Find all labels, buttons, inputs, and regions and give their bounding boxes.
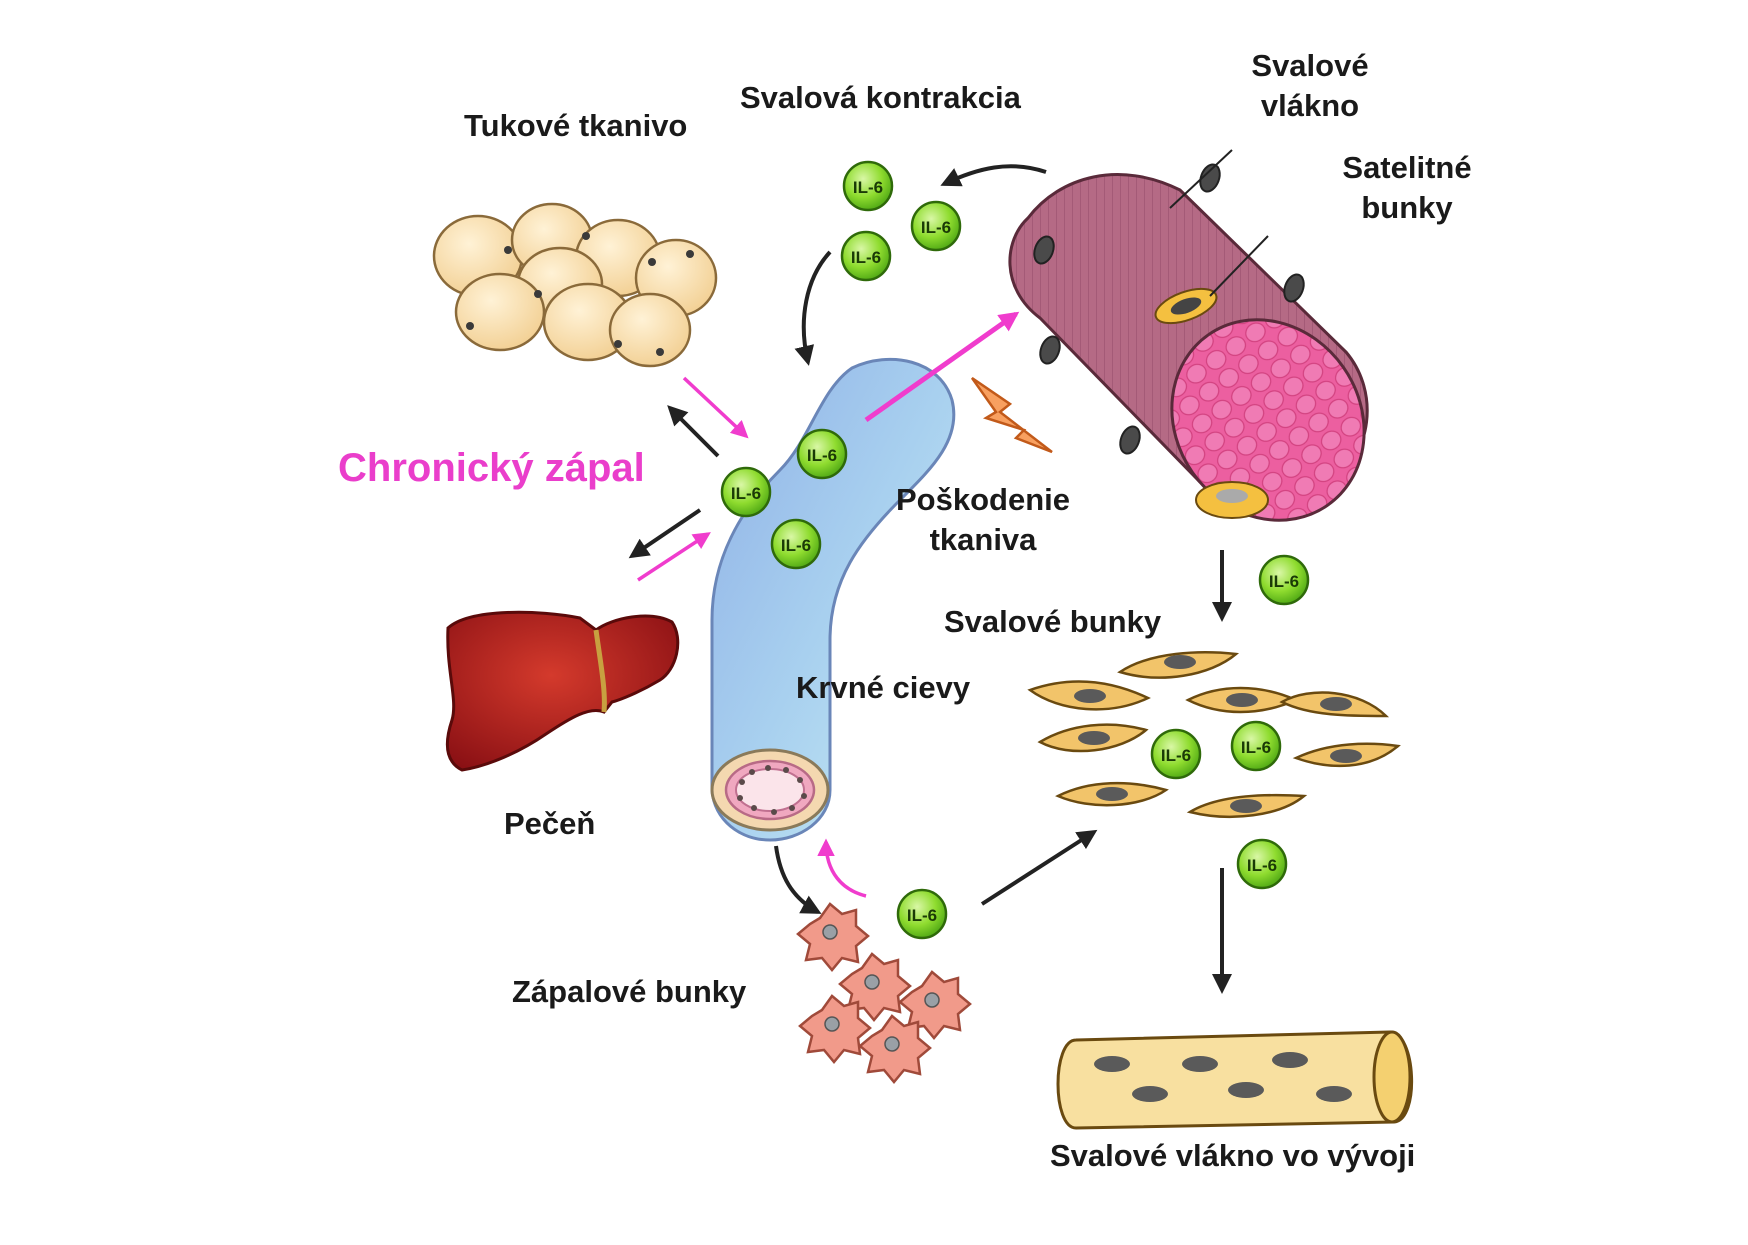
label-muscle-contraction: Svalová kontrakcia: [740, 80, 1021, 115]
liver-illustration: [445, 610, 680, 772]
il6-molecule: IL-6: [1150, 728, 1202, 780]
il6-molecule-label: IL-6: [731, 484, 761, 503]
il6-molecule-label: IL-6: [781, 536, 811, 555]
label-chronic-inflammation: Chronický zápal: [338, 446, 645, 490]
label-tissue-damage: Poškodenie tkaniva: [888, 480, 1078, 560]
il6-molecule: IL-6: [896, 888, 948, 940]
il6-molecule-label: IL-6: [1161, 746, 1191, 765]
label-blood-vessels: Krvné cievy: [796, 670, 971, 705]
il6-molecule-label: IL-6: [1241, 738, 1271, 757]
il6-molecule: IL-6: [770, 518, 822, 570]
il6-molecules: IL-6 IL-6 IL-6 IL-6 IL-6 IL-6 IL-6 IL-6 …: [720, 160, 1310, 940]
lightning-bolt-icon: [970, 376, 1053, 454]
il6-molecule: IL-6: [796, 428, 848, 480]
il6-molecule: IL-6: [910, 200, 962, 252]
il6-molecule: IL-6: [1258, 554, 1310, 606]
pink-arrow-to-muscle: [864, 311, 1020, 423]
label-muscle-fiber: Svalové vlákno: [1240, 46, 1380, 126]
black-arrows: [628, 164, 1232, 994]
label-muscle-fiber-line1: Svalové: [1251, 48, 1369, 83]
muscle-fiber-cylinder: [1008, 149, 1369, 522]
il6-molecule-label: IL-6: [807, 446, 837, 465]
label-tissue-damage-line2: tkaniva: [929, 522, 1037, 557]
il6-molecule-label: IL-6: [1269, 572, 1299, 591]
label-inflammatory-cells: Zápalové bunky: [512, 974, 747, 1009]
adipose-tissue-cluster: [432, 202, 718, 368]
label-satellite-cells: Satelitné bunky: [1322, 148, 1492, 228]
blood-vessel-illustration: [710, 357, 956, 842]
muscle-cells-cluster: [1027, 651, 1401, 818]
il6-molecule: IL-6: [1236, 838, 1288, 890]
il6-molecule-label: IL-6: [1247, 856, 1277, 875]
il6-molecule-label: IL-6: [851, 248, 881, 267]
il6-molecule-label: IL-6: [907, 906, 937, 925]
label-developing-muscle-fiber: Svalové vlákno vo vývoji: [1050, 1138, 1416, 1173]
il6-molecule-label: IL-6: [921, 218, 951, 237]
label-satellite-cells-line1: Satelitné: [1342, 150, 1472, 185]
il6-molecule: IL-6: [1230, 720, 1282, 772]
il6-molecule: IL-6: [720, 466, 772, 518]
il6-molecule: IL-6: [842, 160, 894, 212]
il6-molecule-label: IL-6: [853, 178, 883, 197]
il6-molecule: IL-6: [840, 230, 892, 282]
label-adipose-tissue: Tukové tkanivo: [464, 108, 688, 143]
inflammatory-cells-cluster: [796, 902, 972, 1084]
label-satellite-cells-line2: bunky: [1361, 190, 1453, 225]
pink-arrows: [637, 376, 867, 898]
label-muscle-cells: Svalové bunky: [944, 604, 1162, 639]
developing-muscle-fiber: [1056, 1030, 1413, 1130]
label-muscle-fiber-line2: vlákno: [1260, 88, 1360, 123]
label-liver: Pečeň: [504, 806, 596, 841]
label-tissue-damage-line1: Poškodenie: [896, 482, 1070, 517]
